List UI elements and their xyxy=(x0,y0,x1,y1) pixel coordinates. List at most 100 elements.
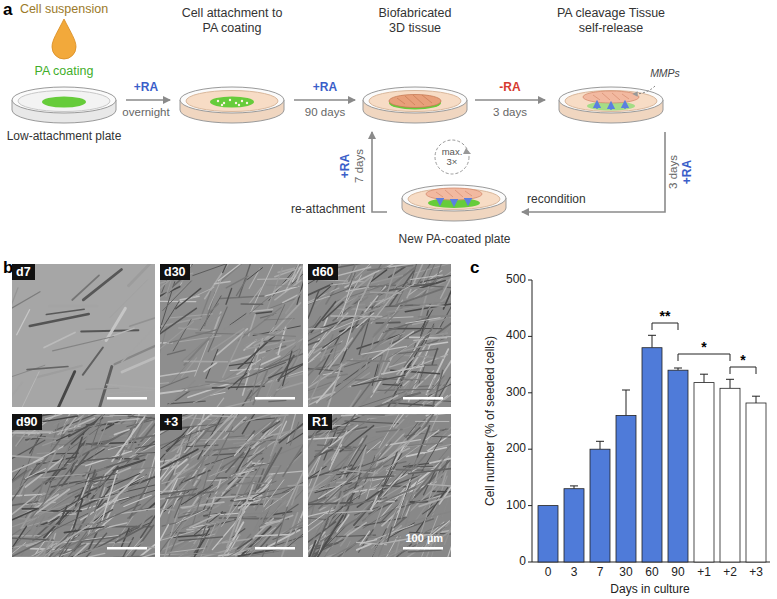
fiber xyxy=(176,288,201,308)
fiber xyxy=(379,509,398,557)
fiber xyxy=(426,430,439,440)
fiber xyxy=(224,315,252,330)
fiber xyxy=(394,328,442,330)
fiber xyxy=(90,497,110,500)
fiber xyxy=(308,324,338,337)
fiber xyxy=(283,481,304,493)
fiber xyxy=(241,303,262,305)
fiber xyxy=(402,479,419,519)
fiber xyxy=(371,496,377,510)
stage-heading: Biofabricated 3D tissue xyxy=(370,6,460,36)
fiber xyxy=(424,471,436,495)
fiber xyxy=(250,340,283,373)
image-tag: R1 xyxy=(308,414,332,430)
fiber xyxy=(383,428,426,461)
fiber xyxy=(414,455,425,468)
fiber xyxy=(160,383,169,385)
fiber xyxy=(215,281,231,283)
fiber xyxy=(160,322,194,350)
fiber xyxy=(419,315,451,317)
text-label: 90 xyxy=(671,566,684,580)
fiber xyxy=(254,329,286,346)
fiber xyxy=(355,264,380,278)
fiber xyxy=(308,503,352,505)
fiber xyxy=(191,449,211,475)
edge-label: +RA xyxy=(339,154,353,178)
fiber xyxy=(429,342,448,345)
fiber xyxy=(194,385,233,403)
fiber xyxy=(53,337,114,351)
fiber xyxy=(378,389,431,390)
fiber xyxy=(398,288,428,290)
edge-label: +RA xyxy=(681,160,695,184)
fiber xyxy=(428,484,451,486)
fiber xyxy=(237,466,279,468)
fiber xyxy=(373,302,407,337)
fiber xyxy=(83,348,103,375)
fiber xyxy=(407,414,414,426)
fiber xyxy=(265,286,299,296)
fiber xyxy=(225,414,245,431)
fiber xyxy=(130,422,144,451)
fiber xyxy=(220,296,268,299)
fiber xyxy=(375,393,420,407)
fiber xyxy=(423,505,435,514)
fiber xyxy=(389,362,406,367)
fiber xyxy=(226,453,244,473)
fiber xyxy=(419,400,451,402)
stage-node: Cell suspensionPA coatingLow-attachment … xyxy=(2,2,126,147)
fiber xyxy=(308,296,330,306)
fiber xyxy=(406,466,432,468)
fiber xyxy=(12,529,21,541)
fiber xyxy=(311,525,348,557)
image-tag: d90 xyxy=(12,414,42,430)
fiber xyxy=(223,264,231,273)
fiber xyxy=(370,292,400,293)
text-label: 7 days xyxy=(353,149,366,183)
text-label: 300 xyxy=(506,386,526,400)
fiber xyxy=(249,367,283,398)
fiber xyxy=(350,420,370,432)
fiber xyxy=(366,305,383,313)
fiber xyxy=(348,436,367,467)
fiber-group xyxy=(308,414,451,557)
fiber xyxy=(361,277,373,300)
fiber xyxy=(279,419,303,442)
fiber xyxy=(74,533,107,557)
fiber xyxy=(12,543,37,550)
fiber xyxy=(256,312,271,314)
fiber xyxy=(193,473,208,525)
fiber xyxy=(181,502,224,508)
fiber xyxy=(371,538,383,557)
fiber xyxy=(256,466,281,511)
fiber xyxy=(160,525,169,545)
fiber xyxy=(417,264,431,286)
fiber xyxy=(161,434,184,449)
fiber xyxy=(122,326,155,362)
text-label: 0 xyxy=(519,555,526,569)
fiber xyxy=(106,308,125,340)
fiber xyxy=(86,388,119,390)
node-label: Low-attachment plate xyxy=(2,129,126,144)
micrographs xyxy=(12,264,451,557)
stage-node: Biofabricated 3D tissue xyxy=(355,2,475,132)
fiber xyxy=(56,372,74,407)
fiber xyxy=(249,287,261,304)
fiber xyxy=(34,446,65,463)
flow-arrow xyxy=(522,132,665,212)
edge-label: -RA xyxy=(499,81,520,95)
fiber xyxy=(218,547,229,558)
fiber xyxy=(379,466,421,490)
fiber xyxy=(217,329,247,355)
text-label: 30 xyxy=(619,566,632,580)
fiber xyxy=(406,448,446,457)
fiber xyxy=(31,486,58,518)
fiber xyxy=(52,513,88,530)
stage-node: Cell attachment to PA coating xyxy=(170,2,294,134)
fiber xyxy=(208,279,221,309)
fiber xyxy=(399,432,451,434)
fiber xyxy=(318,445,357,448)
fiber xyxy=(12,486,57,515)
fiber xyxy=(12,432,51,433)
fiber xyxy=(20,490,25,505)
